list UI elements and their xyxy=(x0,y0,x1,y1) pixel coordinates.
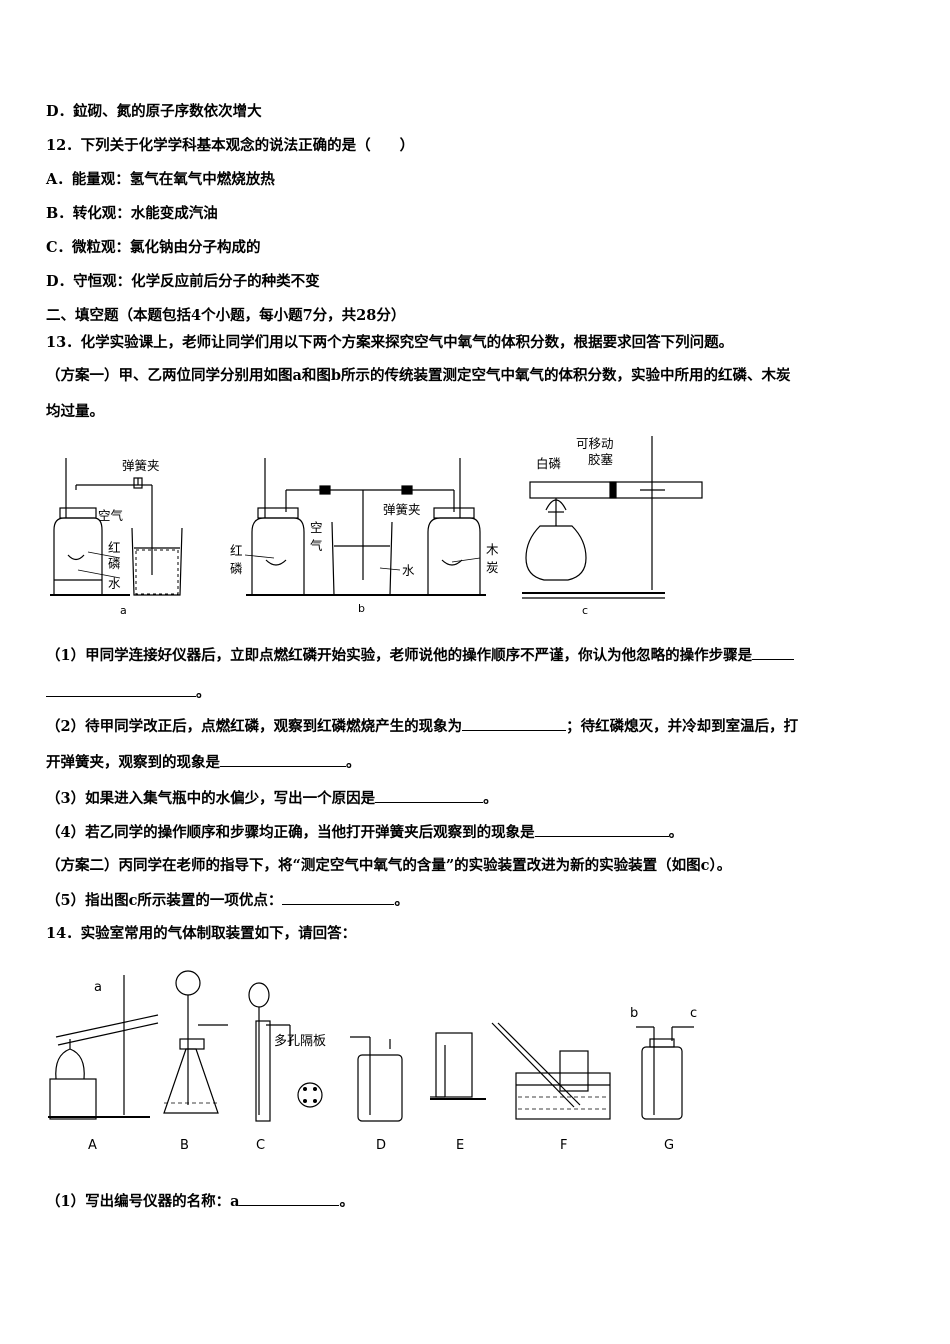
plan-1-text: （方案一）甲、乙两位同学分别用如图a和图b所示的传统装置测定空气中氧气的体积分数… xyxy=(46,367,791,384)
caption-c: C xyxy=(256,1138,265,1153)
label-b-air-2: 气 xyxy=(310,538,323,553)
sub-question-5: （5）指出图c所示装置的一项优点：。 xyxy=(46,892,409,909)
caption-b: B xyxy=(180,1138,189,1153)
q14-sub-question-1: （1）写出编号仪器的名称：a。 xyxy=(46,1193,354,1210)
caption-f: F xyxy=(560,1138,567,1153)
question-14: 14．实验室常用的气体制取装置如下，请回答： xyxy=(46,925,357,942)
caption-a: A xyxy=(88,1138,97,1153)
plan-1-text-cont: 均过量。 xyxy=(46,403,104,420)
sub-question-1-cont: 。 xyxy=(46,682,211,703)
caption-b: b xyxy=(358,602,365,615)
label-port-c: c xyxy=(690,1006,697,1021)
label-c-white-phosphorus: 白磷 xyxy=(536,456,562,471)
label-b-red-1: 红 xyxy=(230,543,243,558)
question-12: 12．下列关于化学学科基本观念的说法正确的是（ ） xyxy=(46,137,415,154)
sub-question-4: （4）若乙同学的操作顺序和步骤均正确，当他打开弹簧夹后观察到的现象是。 xyxy=(46,824,684,841)
label-b-water: 水 xyxy=(402,563,415,578)
section-2-heading: 二、填空题（本题包括4个小题，每小题7分，共28分） xyxy=(46,307,406,324)
sub-question-2: （2）待甲同学改正后，点燃红磷，观察到红磷燃烧产生的现象为；待红磷熄灭，并冷却到… xyxy=(46,718,799,735)
caption-c: c xyxy=(582,604,588,617)
option-d-q12: D．守恒观：化学反应前后分子的种类不变 xyxy=(46,273,320,290)
label-a-red-2: 磷 xyxy=(108,556,121,571)
caption-e: E xyxy=(456,1138,464,1153)
sub-question-3: （3）如果进入集气瓶中的水偏少，写出一个原因是。 xyxy=(46,790,498,807)
plan-2-text: （方案二）丙同学在老师的指导下，将“测定空气中氧气的含量”的实验装置改进为新的实… xyxy=(46,857,732,874)
option-d-q11: D．鉝砌、氮的原子序数依次增大 xyxy=(46,103,262,120)
label-port-b: b xyxy=(630,1006,638,1021)
sub-question-1: （1）甲同学连接好仪器后，立即点燃红磷开始实验，老师说他的操作顺序不严谨，你认为… xyxy=(46,645,795,666)
label-a-air: 空气 xyxy=(98,508,124,523)
label-a-spring-clip: 弹簧夹 xyxy=(122,458,160,473)
label-c-movable-1: 可移动 xyxy=(576,436,614,451)
label-instrument-a: a xyxy=(94,980,102,995)
caption-g: G xyxy=(664,1138,674,1153)
label-b-charcoal-2: 炭 xyxy=(486,560,499,575)
figure-13-apparatus: 弹簧夹 空气 红 磷 水 红 磷 空 气 弹簧夹 水 木 炭 白磷 可移动 胶塞… xyxy=(50,436,703,617)
caption-a: a xyxy=(120,604,127,617)
question-13: 13．化学实验课上，老师让同学们用以下两个方案来探究空气中氧气的体积分数，根据要… xyxy=(46,334,734,351)
label-b-red-2: 磷 xyxy=(230,561,243,576)
figure-14-apparatus: a 多孔隔板 b c A B C D E F G xyxy=(48,970,697,1153)
label-b-spring-clip: 弹簧夹 xyxy=(383,502,421,517)
option-a-q12: A．能量观：氢气在氧气中燃烧放热 xyxy=(46,171,275,188)
label-porous-plate: 多孔隔板 xyxy=(274,1033,326,1049)
label-a-water: 水 xyxy=(108,576,121,591)
label-b-charcoal-1: 木 xyxy=(486,542,499,557)
caption-d: D xyxy=(376,1138,386,1153)
option-c-q12: C．微粒观：氯化钠由分子构成的 xyxy=(46,239,261,256)
sub-question-2-cont: 开弹簧夹，观察到的现象是。 xyxy=(46,754,361,771)
label-b-air-1: 空 xyxy=(310,520,323,535)
option-b-q12: B．转化观：水能变成汽油 xyxy=(46,205,218,222)
label-a-red-1: 红 xyxy=(108,540,121,555)
label-c-movable-2: 胶塞 xyxy=(588,452,614,467)
